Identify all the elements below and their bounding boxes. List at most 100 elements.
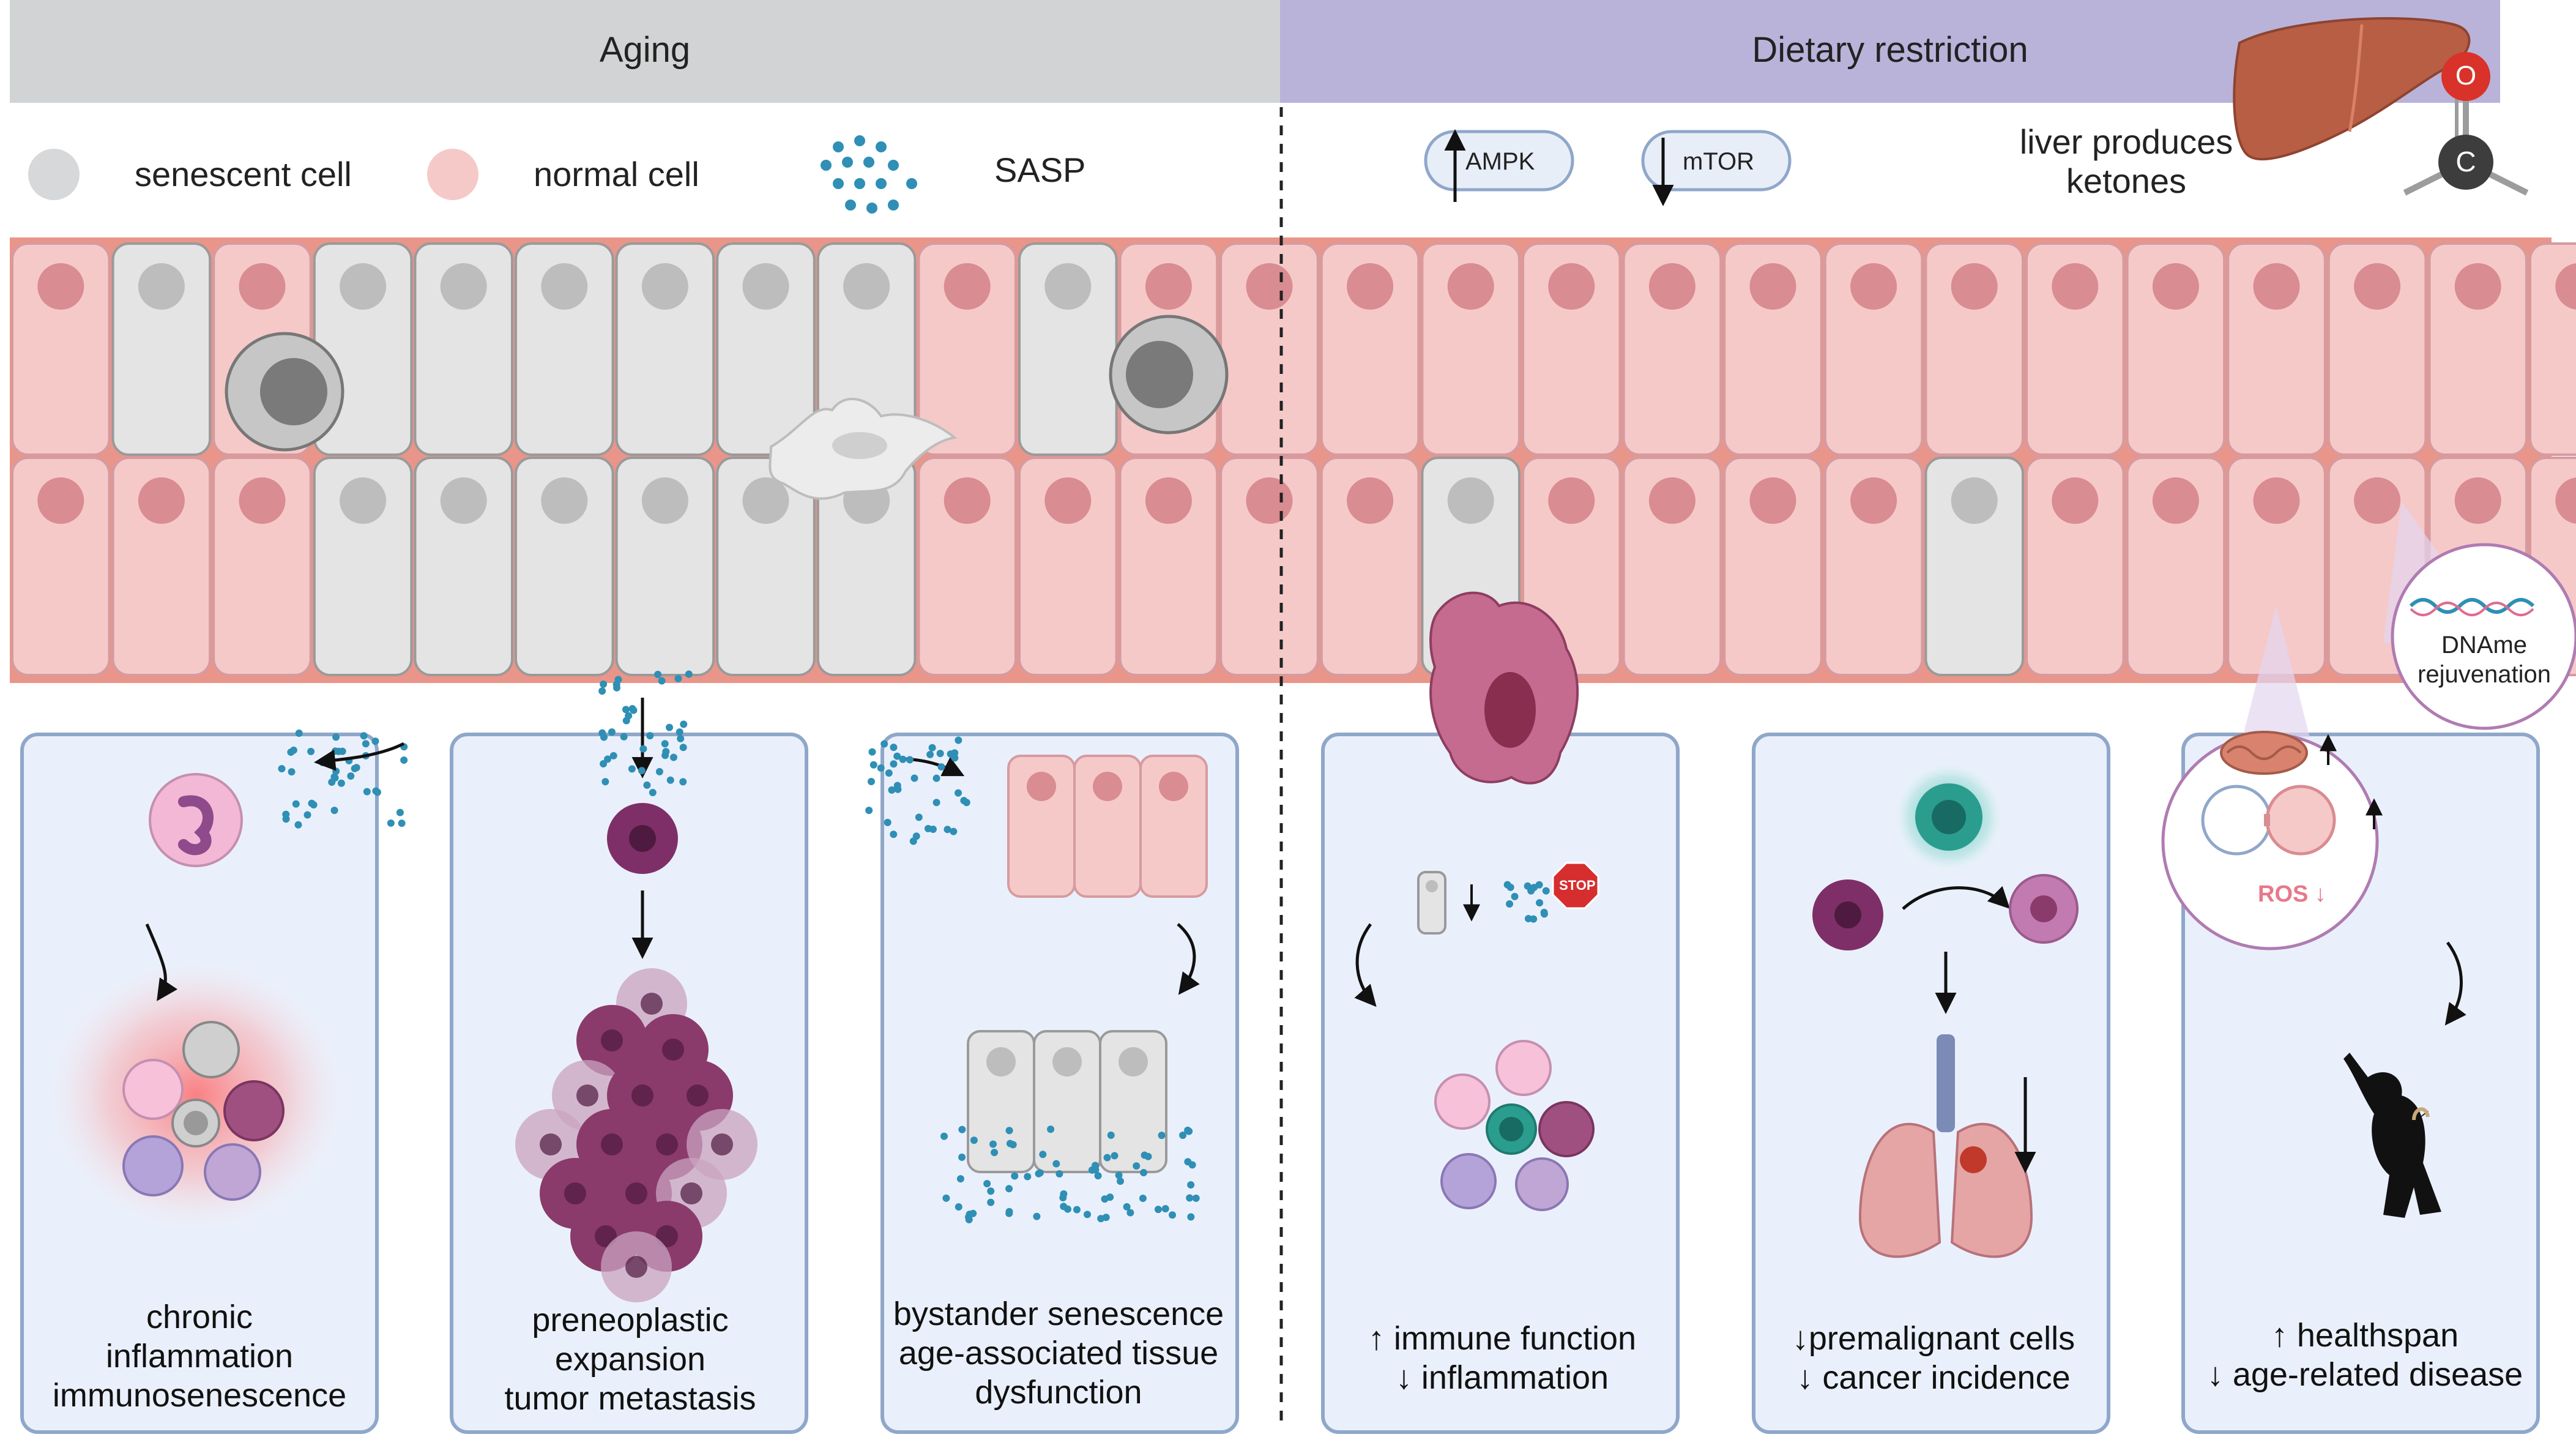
sasp-dot — [1187, 1213, 1195, 1221]
normal-cell — [2227, 242, 2326, 456]
sasp-dot — [1052, 1160, 1060, 1168]
sasp-dot — [1024, 1173, 1032, 1181]
sasp-dot — [1084, 1211, 1092, 1219]
mtor-pill — [1641, 130, 1792, 192]
normal-cell — [1622, 457, 1722, 676]
sasp-dot — [661, 752, 669, 760]
sasp-dot — [679, 744, 687, 752]
sasp-dot — [307, 747, 315, 755]
sasp-dot — [1161, 1205, 1169, 1213]
sasp-dot — [937, 763, 945, 771]
panel1-art — [49, 773, 343, 1230]
sasp-dot — [929, 826, 937, 834]
panel2-line3: tumor metastasis — [504, 1380, 756, 1417]
sasp-dot — [955, 736, 962, 744]
normal-cell — [212, 457, 312, 676]
sasp-dot — [955, 1203, 962, 1211]
panel2-line1: preneoplastic — [532, 1302, 729, 1338]
panel2-line2: expansion — [554, 1341, 706, 1378]
dr-header-title: Dietary restriction — [1752, 30, 2028, 70]
sasp-dot — [387, 819, 395, 827]
normal-cell — [1320, 457, 1420, 676]
sasp-dot — [372, 787, 380, 795]
panel1-caption: chronic inflammation immunosenescence — [22, 1297, 377, 1415]
panel5-line1: ↓premalignant cells — [1792, 1320, 2075, 1357]
sasp-dot — [1047, 1125, 1055, 1133]
sasp-dot — [899, 755, 907, 763]
panel2-art — [607, 698, 678, 959]
sasp-dot — [869, 761, 877, 769]
sasp-dot — [330, 807, 338, 815]
sasp-dot — [1005, 1185, 1013, 1193]
sasp-dots-layer — [278, 670, 1550, 1223]
sasp-dot — [1060, 1190, 1068, 1198]
sasp-dot — [1524, 882, 1532, 890]
senescent-cell — [515, 242, 614, 456]
cell-layer — [11, 242, 2576, 676]
sasp-dot — [666, 776, 674, 784]
senescent-cell — [414, 457, 514, 676]
sasp-dot — [1005, 1127, 1013, 1135]
sasp-dot — [332, 733, 340, 741]
sasp-dot — [1111, 1152, 1119, 1160]
panel4-line2: ↓ inflammation — [1395, 1359, 1609, 1396]
sasp-dot — [600, 680, 608, 688]
sasp-dot — [906, 756, 914, 764]
sasp-dot — [1011, 1172, 1019, 1180]
sasp-dot — [604, 755, 612, 763]
normal-cell — [1723, 457, 1823, 676]
sasp-dot — [1542, 887, 1550, 895]
sasp-dot — [1055, 1170, 1063, 1178]
sasp-dot — [601, 778, 609, 786]
sasp-dot — [400, 756, 408, 764]
normal-cell — [1622, 242, 1722, 456]
panel4-art — [1354, 591, 1599, 1211]
sasp-dot — [936, 750, 944, 758]
sasp-dot — [600, 733, 608, 741]
normal-cell — [1018, 457, 1118, 676]
sasp-dot — [654, 670, 662, 678]
sasp-dot — [1117, 1178, 1125, 1185]
sasp-dot — [987, 1187, 995, 1195]
normal-cell — [2126, 242, 2226, 456]
normal-cell — [2428, 242, 2528, 456]
legend-senescent-icon — [28, 149, 80, 200]
dname-label: DNAme rejuvenation — [2392, 630, 2576, 689]
aging-header-bar — [10, 0, 1280, 103]
panel4-line1: ↑ immune function — [1368, 1320, 1637, 1357]
sasp-dot — [955, 789, 962, 797]
sasp-dot — [890, 744, 898, 752]
sasp-dot — [608, 728, 616, 736]
panel1-line3: immunosenescence — [52, 1377, 347, 1414]
senescent-round-cell-1 — [225, 332, 344, 452]
sasp-dot — [1006, 1140, 1014, 1148]
normal-cell — [1823, 242, 1924, 456]
normal-cell — [111, 457, 212, 676]
senescent-cell — [313, 457, 413, 676]
stop-sign-label: STOP — [1559, 878, 1596, 893]
sasp-dot — [865, 807, 873, 815]
sasp-dot — [646, 732, 654, 740]
sasp-dot — [1073, 1206, 1081, 1214]
sasp-dot — [1060, 1203, 1068, 1211]
sasp-dot — [609, 752, 617, 760]
senescent-round-cell-2 — [1109, 315, 1229, 435]
sasp-dot — [960, 797, 968, 805]
sasp-dot — [950, 827, 958, 835]
sasp-dot — [335, 747, 343, 755]
sasp-dot — [909, 837, 917, 845]
sasp-dot — [1188, 1161, 1196, 1169]
sasp-dot — [1107, 1131, 1115, 1139]
sasp-dot — [649, 788, 657, 796]
sasp-dot — [628, 765, 636, 773]
normal-cell — [1320, 242, 1420, 456]
legend-normal-icon — [427, 149, 478, 200]
sasp-dot — [1192, 1194, 1200, 1202]
sasp-dot — [398, 819, 406, 827]
normal-cell — [1219, 457, 1319, 676]
dname-line2: rejuvenation — [2418, 661, 2551, 688]
panel3-line1: bystander senescence — [893, 1296, 1224, 1332]
sasp-dot — [628, 705, 636, 713]
sasp-dot — [1530, 915, 1538, 923]
